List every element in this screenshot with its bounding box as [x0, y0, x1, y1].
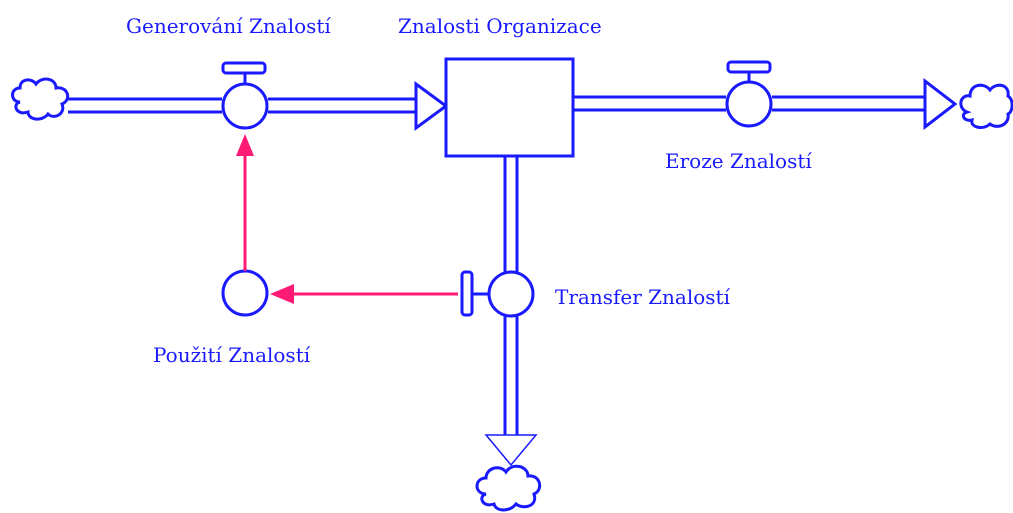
- stock-box: [444, 57, 575, 158]
- outflow-arrowhead: [923, 77, 958, 131]
- outflow-label: Eroze Znalostí: [665, 149, 812, 173]
- transfer-pipe: [503, 156, 519, 435]
- sink-cloud-bottom-icon: [475, 464, 542, 512]
- transfer-arrowhead: [484, 434, 538, 467]
- outflow-valve-icon: [725, 60, 773, 128]
- usage-label: Použití Znalostí: [153, 343, 311, 367]
- outflow-pipe: [573, 95, 925, 112]
- source-cloud-icon: [11, 77, 70, 121]
- sink-cloud-right-icon: [959, 83, 1013, 129]
- link-usage-to-inflow-arrowhead: [236, 134, 254, 156]
- inflow-label: Generování Znalostí: [126, 14, 331, 38]
- usage-auxiliary-node: [221, 269, 269, 317]
- transfer-label: Transfer Znalostí: [555, 285, 730, 309]
- link-transfer-to-usage-arrowhead: [270, 284, 294, 304]
- inflow-arrowhead: [414, 81, 449, 131]
- inflow-pipe: [68, 97, 416, 114]
- transfer-valve-icon: [460, 270, 535, 318]
- inflow-valve-icon: [221, 61, 269, 130]
- stock-label: Znalosti Organizace: [398, 14, 602, 38]
